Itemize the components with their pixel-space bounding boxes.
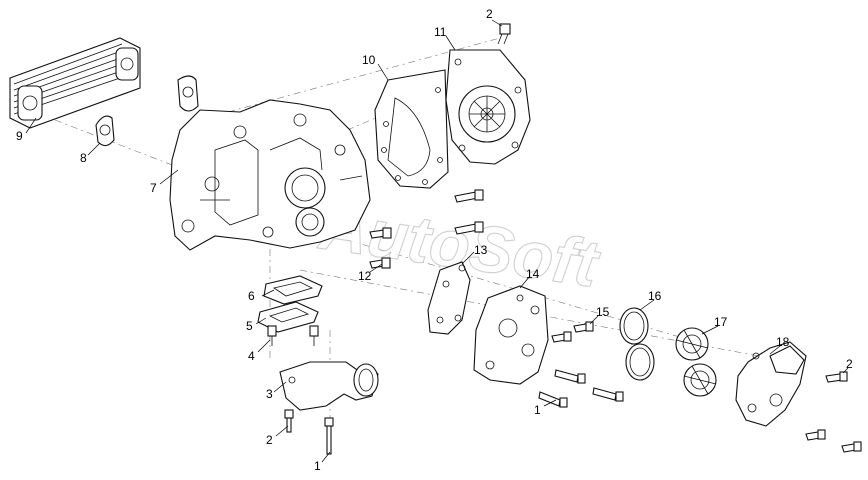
callout-15: 15 — [596, 305, 610, 319]
bracket-bolts — [538, 321, 624, 408]
callout-17: 17 — [714, 315, 728, 329]
outlet-plate — [257, 301, 319, 333]
callout-13: 13 — [474, 243, 488, 257]
thermostat-cover — [735, 341, 807, 427]
callout-2-right: 2 — [846, 357, 853, 371]
callout-8: 8 — [80, 151, 87, 165]
callout-2-bottom: 2 — [266, 433, 273, 447]
housing-bolts — [369, 189, 484, 269]
thermostats — [675, 327, 717, 397]
outlet-studs — [267, 325, 319, 346]
callout-11: 11 — [434, 25, 447, 39]
bracket-gasket — [427, 261, 471, 335]
engine-front-housing — [169, 99, 371, 251]
callout-4: 4 — [248, 349, 255, 363]
callout-3: 3 — [266, 387, 273, 401]
callout-16: 16 — [648, 289, 662, 303]
callout-10: 10 — [362, 53, 376, 67]
thermostat-housing — [473, 285, 549, 385]
callout-12: 12 — [358, 269, 372, 283]
bolt-top — [497, 23, 511, 45]
outlet-bolts — [284, 409, 334, 455]
water-pump-gasket — [374, 69, 449, 189]
thermostat-seal-rings — [619, 307, 655, 381]
outlet-gasket — [263, 275, 323, 305]
callout-7: 7 — [150, 181, 157, 195]
callout-2-top: 2 — [486, 7, 493, 21]
cooler-gasket — [95, 75, 199, 147]
callout-labels: 9 8 7 10 11 2 12 13 14 15 16 17 18 2 6 5… — [16, 7, 853, 473]
callout-6: 6 — [248, 289, 255, 303]
callout-5: 5 — [246, 319, 253, 333]
callout-18: 18 — [776, 335, 790, 349]
water-pump — [445, 49, 531, 165]
callout-1-bottom: 1 — [314, 459, 321, 473]
cover-bolts — [805, 371, 862, 453]
callout-14: 14 — [526, 267, 540, 281]
callout-1-right: 1 — [534, 403, 541, 417]
callout-9: 9 — [16, 129, 23, 143]
leader-lines — [25, 19, 849, 463]
oil-cooler — [9, 37, 141, 129]
coolant-outlet-elbow — [279, 361, 379, 411]
